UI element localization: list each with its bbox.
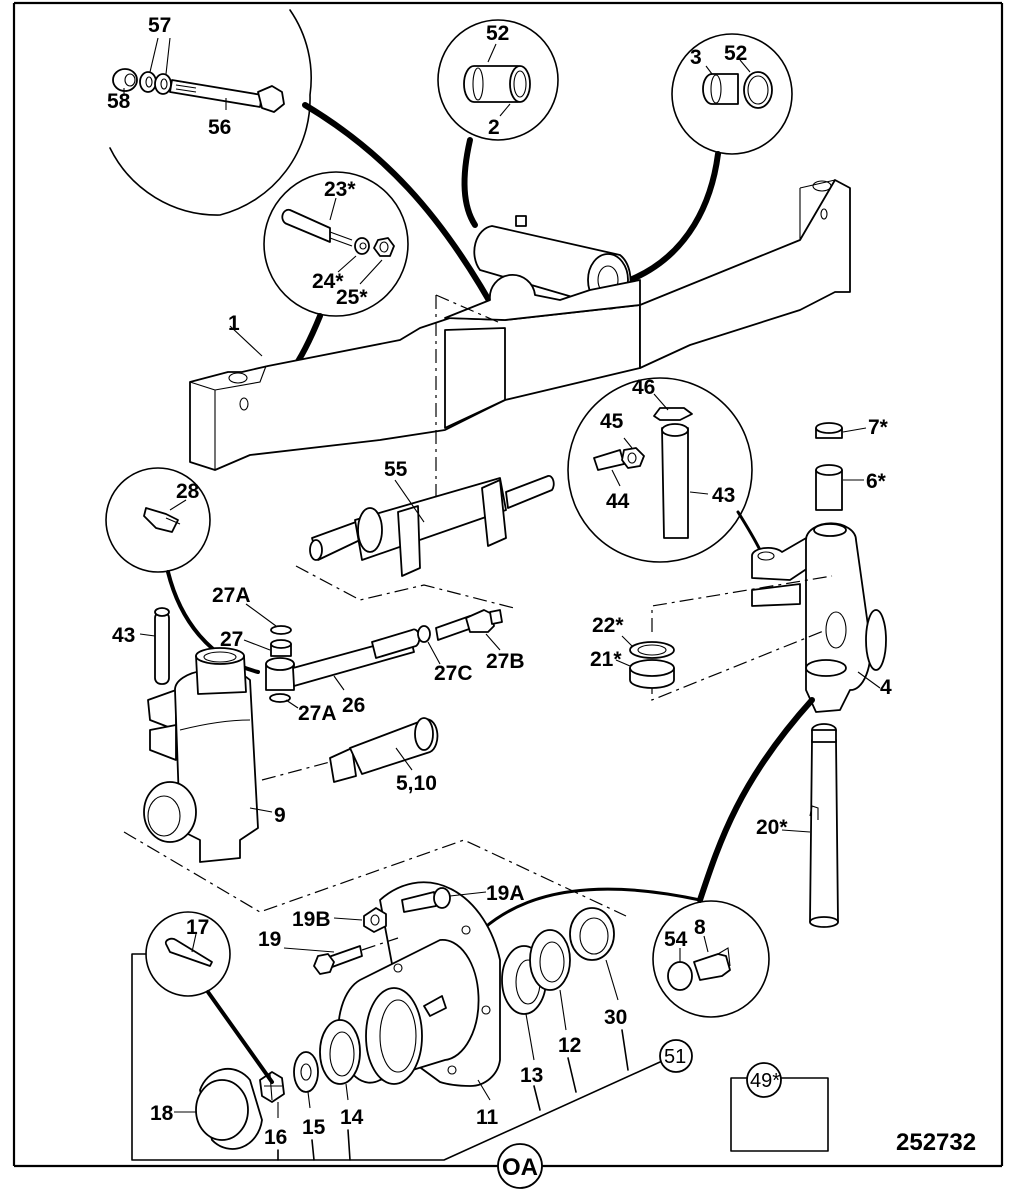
kingpin-20: 20* (756, 723, 839, 928)
callout-9: 9 (274, 804, 286, 827)
track-rod-assembly: 43 27A 27 26 27A 27C 27B (112, 584, 525, 725)
leader-housing-4 (697, 697, 815, 903)
detail-bolt-assembly: 57 58 56 (107, 9, 312, 216)
right-swivel-housing: 4 (751, 522, 892, 713)
bolt-56-icon (169, 79, 285, 113)
callout-17: 17 (186, 916, 209, 939)
group-marker-oa: OA (502, 1154, 538, 1181)
stub-pin: 5,10 (329, 717, 439, 795)
leader-kingpin (736, 510, 762, 552)
steering-cylinder: 55 (309, 458, 555, 577)
callout-27a-top: 27A (212, 584, 251, 607)
callout-13: 13 (520, 1064, 543, 1087)
callout-25: 25* (336, 286, 368, 309)
callout-43-left: 43 (112, 624, 135, 647)
callout-1: 1 (228, 312, 240, 335)
alignment-line-cylinder (295, 565, 515, 609)
outer-bearing-parts: 14 15 16 18 (150, 1019, 364, 1161)
boxed-marker-49: 49* (750, 1070, 780, 1092)
callout-21: 21* (590, 648, 622, 671)
callout-27a-bottom: 27A (298, 702, 337, 725)
wheel-hub: 11 (337, 881, 501, 1129)
callout-3: 3 (690, 46, 702, 69)
callout-27: 27 (220, 628, 243, 651)
alignment-line-hub (123, 831, 627, 917)
washer-57-icon (139, 71, 172, 95)
callout-7: 7* (868, 416, 889, 439)
callout-28: 28 (176, 480, 200, 503)
callout-44: 44 (606, 490, 630, 513)
callout-18: 18 (150, 1102, 174, 1125)
kit-marker-51: 51 (664, 1046, 686, 1068)
callout-27b: 27B (486, 650, 525, 673)
callout-6: 6* (866, 470, 887, 493)
callout-26: 26 (342, 694, 365, 717)
detail-pin-23: 23* 24* 25* (263, 171, 409, 317)
diagram-frame (12, 1, 1004, 1168)
detail-split-pin-17: 17 (145, 911, 231, 997)
callout-20: 20* (756, 816, 788, 839)
alignment-line-22 (651, 575, 833, 632)
callout-15: 15 (302, 1116, 326, 1139)
detail-grease-fitting-8: 54 8 (652, 900, 770, 1018)
group-marker-circle (497, 1143, 543, 1189)
callout-57: 57 (148, 14, 171, 37)
bushes-6-7: 7* 6* (815, 416, 889, 511)
callout-58: 58 (107, 90, 131, 113)
group-bracket: 51 OA (131, 953, 693, 1189)
hub-bolts: 19 19A 19B (258, 882, 525, 975)
callout-55: 55 (384, 458, 408, 481)
left-swivel-housing: 9 (143, 647, 286, 863)
leader-bush-3 (627, 151, 721, 283)
callout-8: 8 (694, 916, 706, 939)
nut-58-icon (112, 68, 138, 92)
callout-4: 4 (880, 676, 892, 699)
callout-19a: 19A (486, 882, 525, 905)
callout-12: 12 (558, 1034, 581, 1057)
callout-43-right: 43 (712, 484, 735, 507)
callout-54: 54 (664, 928, 688, 951)
callout-45: 45 (600, 410, 624, 433)
callout-27c: 27C (434, 662, 473, 685)
inner-bearings: 13 12 30 (501, 907, 629, 1111)
alignment-line-beam-pin (435, 294, 499, 323)
callout-14: 14 (340, 1106, 364, 1129)
callout-23: 23* (324, 178, 356, 201)
leader-split-pin (206, 990, 274, 1084)
illustration-number: 252732 (896, 1129, 976, 1156)
callout-5-10: 5,10 (396, 772, 437, 795)
callout-2: 2 (488, 116, 500, 139)
callout-11: 11 (476, 1106, 499, 1129)
callout-22: 22* (592, 614, 624, 637)
callout-52-right: 52 (724, 42, 747, 65)
seals-21-22: 22* 21* (590, 614, 675, 689)
kit-marker-circle (659, 1039, 693, 1073)
callout-19b: 19B (292, 908, 331, 931)
boxed-reference-49: 49* (730, 1062, 829, 1152)
detail-kingpin-43: 46 45 44 43 (567, 376, 753, 563)
callout-16: 16 (264, 1126, 287, 1149)
detail-grease-nipple-28: 28 (105, 467, 211, 573)
callout-46: 46 (632, 376, 655, 399)
axle-beam: 1 (189, 179, 851, 471)
callout-56: 56 (208, 116, 231, 139)
alignment-line-stub (261, 761, 331, 781)
callout-30: 30 (604, 1006, 627, 1029)
callout-52-left: 52 (486, 22, 509, 45)
detail-bush-2: 52 2 (437, 19, 559, 141)
callout-19: 19 (258, 928, 281, 951)
leader-bolt-to-axle (302, 102, 503, 323)
leader-bush-2 (461, 137, 478, 228)
alignment-line-21 (651, 629, 827, 701)
callout-24: 24* (312, 270, 344, 293)
bolt-19-align (361, 937, 399, 951)
detail-bush-3: 3 52 (671, 33, 793, 155)
